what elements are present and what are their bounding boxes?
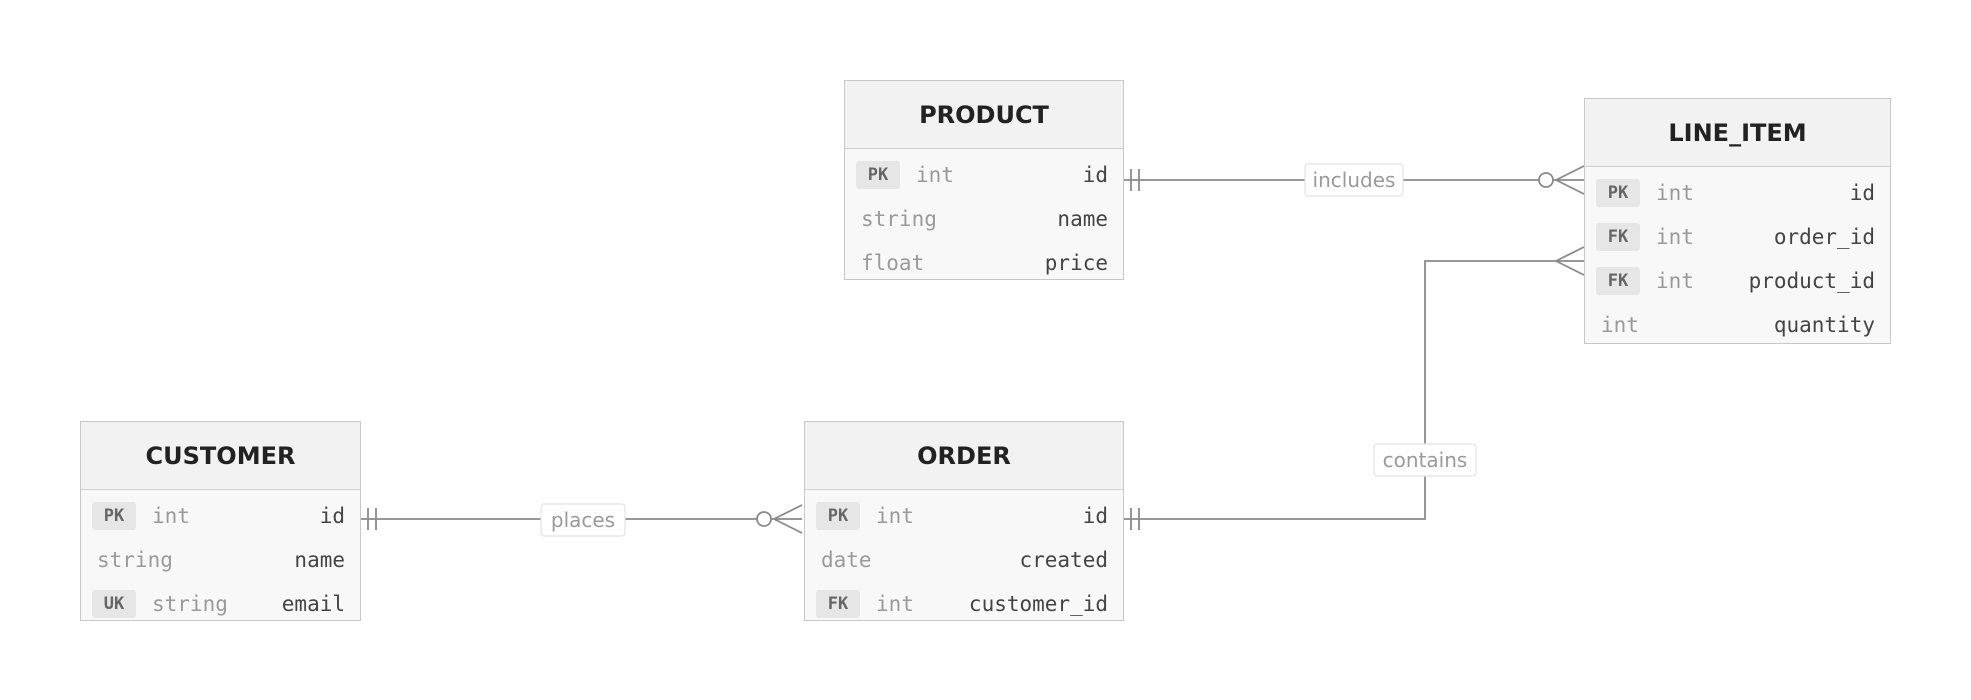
key-badge: UK — [92, 590, 136, 618]
attribute-type: int — [876, 592, 914, 616]
contains-connector-line — [1124, 260, 1584, 520]
key-badge: PK — [816, 502, 860, 530]
exactly-one-marker-icon — [1130, 508, 1140, 530]
entity-title: PRODUCT — [845, 81, 1123, 149]
key-badge: FK — [1596, 267, 1640, 295]
attribute-type: int — [876, 504, 914, 528]
attribute-name: name — [1057, 207, 1108, 231]
attribute-row: UK string email — [81, 582, 360, 626]
exactly-one-marker-icon — [1130, 169, 1140, 191]
attribute-list: PK int id string name float price — [845, 149, 1123, 285]
attribute-type: float — [861, 251, 925, 275]
attribute-name: id — [319, 504, 345, 528]
attribute-name: customer_id — [968, 592, 1108, 616]
attribute-name: id — [1082, 163, 1108, 187]
attribute-name: product_id — [1748, 269, 1875, 293]
entity-title: CUSTOMER — [81, 422, 360, 490]
key-badge: PK — [92, 502, 136, 530]
key-badge: FK — [816, 590, 860, 618]
key-badge: FK — [1596, 223, 1640, 251]
attribute-type: int — [1656, 225, 1694, 249]
attribute-type: int — [1601, 313, 1639, 337]
attribute-type: int — [152, 504, 190, 528]
entity-title: LINE_ITEM — [1585, 99, 1890, 167]
relationship-label-includes: includes — [1304, 163, 1404, 197]
attribute-name: quantity — [1773, 313, 1875, 337]
svg-text:contains: contains — [1383, 448, 1468, 472]
svg-text:includes: includes — [1313, 168, 1396, 192]
attribute-row: PK int id — [845, 153, 1123, 197]
attribute-row: FK int order_id — [1585, 215, 1890, 259]
attribute-row: string name — [845, 197, 1123, 241]
attribute-name: order_id — [1773, 225, 1875, 249]
attribute-row: date created — [805, 538, 1123, 582]
entity-title: ORDER — [805, 422, 1123, 490]
attribute-row: FK int customer_id — [805, 582, 1123, 626]
attribute-row: int quantity — [1585, 303, 1890, 347]
attribute-type: date — [821, 548, 872, 572]
attribute-name: id — [1082, 504, 1108, 528]
relationship-label-places: places — [540, 503, 626, 537]
key-badge: PK — [1596, 179, 1640, 207]
zero-or-many-marker-icon — [1538, 165, 1585, 195]
attribute-row: PK int id — [805, 494, 1123, 538]
attribute-name: created — [1019, 548, 1108, 572]
attribute-row: FK int product_id — [1585, 259, 1890, 303]
relationship-contains — [1124, 246, 1585, 530]
attribute-type: string — [152, 592, 228, 616]
key-badge: PK — [856, 161, 900, 189]
attribute-name: name — [294, 548, 345, 572]
exactly-one-marker-icon — [367, 508, 377, 530]
svg-text:places: places — [551, 508, 615, 532]
attribute-type: int — [916, 163, 954, 187]
attribute-name: id — [1849, 181, 1875, 205]
attribute-type: int — [1656, 269, 1694, 293]
zero-or-many-marker-icon — [756, 504, 803, 534]
attribute-name: email — [281, 592, 345, 616]
attribute-type: int — [1656, 181, 1694, 205]
entity-product[interactable]: PRODUCT PK int id string name float price — [844, 80, 1124, 280]
one-or-many-marker-icon — [1555, 246, 1585, 276]
attribute-type: string — [861, 207, 937, 231]
relationship-label-contains: contains — [1373, 443, 1477, 477]
attribute-type: string — [97, 548, 173, 572]
attribute-row: PK int id — [81, 494, 360, 538]
attribute-row: string name — [81, 538, 360, 582]
attribute-row: PK int id — [1585, 171, 1890, 215]
attribute-name: price — [1044, 251, 1108, 275]
attribute-row: float price — [845, 241, 1123, 285]
